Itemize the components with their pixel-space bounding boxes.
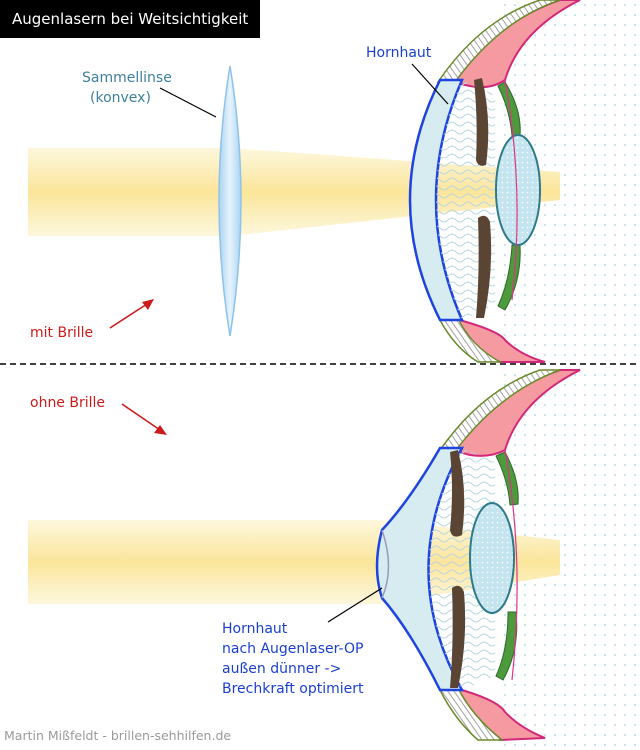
iris-upper-bottom [450,450,465,537]
ciliary-upper-bottom [495,451,519,506]
credit-line: Martin Mißfeldt - brillen-sehhilfen.de [4,728,232,743]
bottom-panel [28,366,640,750]
iris-lower-bottom [450,585,466,688]
retina-line-bottom [504,449,518,681]
cornea-ablated-edge [381,529,390,599]
cornea-pointer-bottom [327,587,383,623]
cornea-label-bottom-line3: außen dünner -> [222,661,342,677]
iris-upper-top [474,78,489,166]
lens-pointer [159,87,217,118]
retina-line-top [504,79,518,301]
top-panel [28,0,640,363]
eye-lens-bottom [469,502,515,614]
without-glasses-label: ohne Brille [30,395,106,411]
cornea-label-bottom-line4: Brechkraft optimiert [222,681,364,697]
page-title: Augenlasern bei Weitsichtigkeit [0,0,261,38]
aqueous-bottom [428,448,495,690]
lens-label-line2: (konvex) [90,90,151,106]
eye-top [408,0,581,363]
hatched-tissue-lower-top [438,317,503,363]
arrow-with-glasses [109,299,154,329]
cornea-label-top: Hornhaut [366,45,432,61]
eye-lens-top [495,134,541,246]
cornea-label-bottom-line2: nach Augenlaser-OP [222,641,364,657]
iris-lower-top [476,215,492,318]
arrow-without-glasses [121,403,167,435]
with-glasses-label: mit Brille [30,325,94,341]
ciliary-lower-bottom [495,611,518,681]
ciliary-lower-top [497,244,521,311]
convex-lens [218,65,242,337]
eye-bottom [375,369,581,742]
hatched-tissue-upper-bottom [438,369,561,451]
cornea-label-bottom-line1: Hornhaut [222,621,288,637]
hatched-tissue-upper-top [436,0,561,83]
lens-label-line1: Sammellinse [82,70,172,86]
hatched-tissue-lower-bottom [438,687,505,741]
cornea-pointer-top [411,63,449,105]
